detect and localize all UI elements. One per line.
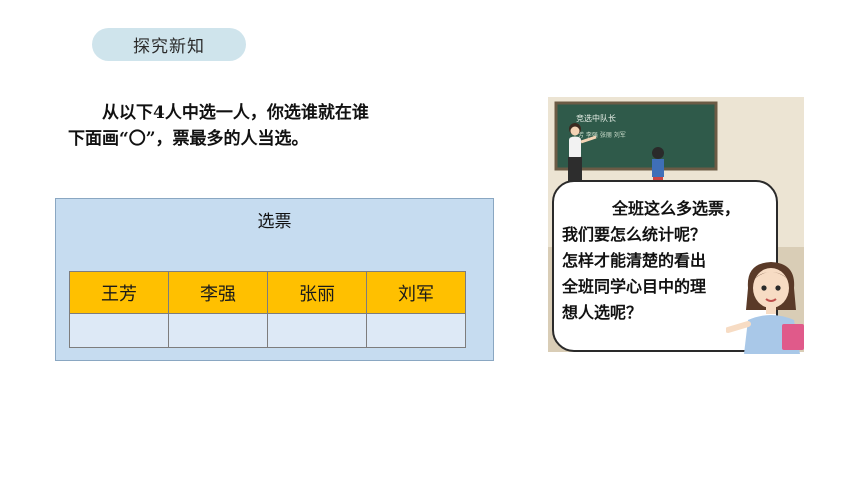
task-prompt: 从以下4人中选一人，你选谁就在谁 下面画“〇”，票最多的人当选。	[68, 100, 458, 152]
blackboard	[554, 101, 718, 171]
candidate-row: 王芳 李强 张丽 刘军	[69, 271, 466, 314]
candidate-cell: 王芳	[69, 271, 169, 314]
speech-line-4: 全班同学心目中的理	[562, 277, 707, 296]
ballot-card: 选票 王芳 李强 张丽 刘军	[55, 198, 494, 361]
speech-line-1: 全班这么多选票，	[562, 196, 772, 222]
ballot-table: 王芳 李强 张丽 刘军	[69, 271, 466, 348]
speech-line-1-text: 全班这么多选票，	[612, 199, 741, 218]
speech-bubble-text: 全班这么多选票， 我们要怎么统计呢？ 怎样才能清楚的看出 全班同学心目中的理 想…	[562, 196, 772, 326]
speech-line-3: 怎样才能清楚的看出	[562, 251, 707, 270]
candidate-cell: 李强	[168, 271, 268, 314]
prompt-line-2: 下面画“〇”，票最多的人当选。	[68, 129, 309, 149]
teacher-avatar	[726, 262, 804, 354]
blackboard-names: 王芳 李强 张丽 刘军	[572, 131, 626, 139]
candidate-cell: 刘军	[366, 271, 466, 314]
vote-cell[interactable]	[168, 313, 268, 348]
candidate-cell: 张丽	[267, 271, 367, 314]
vote-cell[interactable]	[366, 313, 466, 348]
prompt-line-1-text: 从以下4人中选一人，你选谁就在谁	[102, 103, 369, 123]
vote-cell[interactable]	[69, 313, 169, 348]
prompt-line-1: 从以下4人中选一人，你选谁就在谁	[68, 100, 458, 126]
vote-row	[69, 313, 466, 348]
speech-line-5: 想人选呢？	[562, 303, 643, 322]
ballot-title: 选票	[257, 212, 292, 232]
vote-cell[interactable]	[267, 313, 367, 348]
blackboard-title: 竞选中队长	[576, 113, 616, 123]
section-label: 探究新知	[92, 28, 246, 61]
speech-line-2: 我们要怎么统计呢？	[562, 225, 707, 244]
